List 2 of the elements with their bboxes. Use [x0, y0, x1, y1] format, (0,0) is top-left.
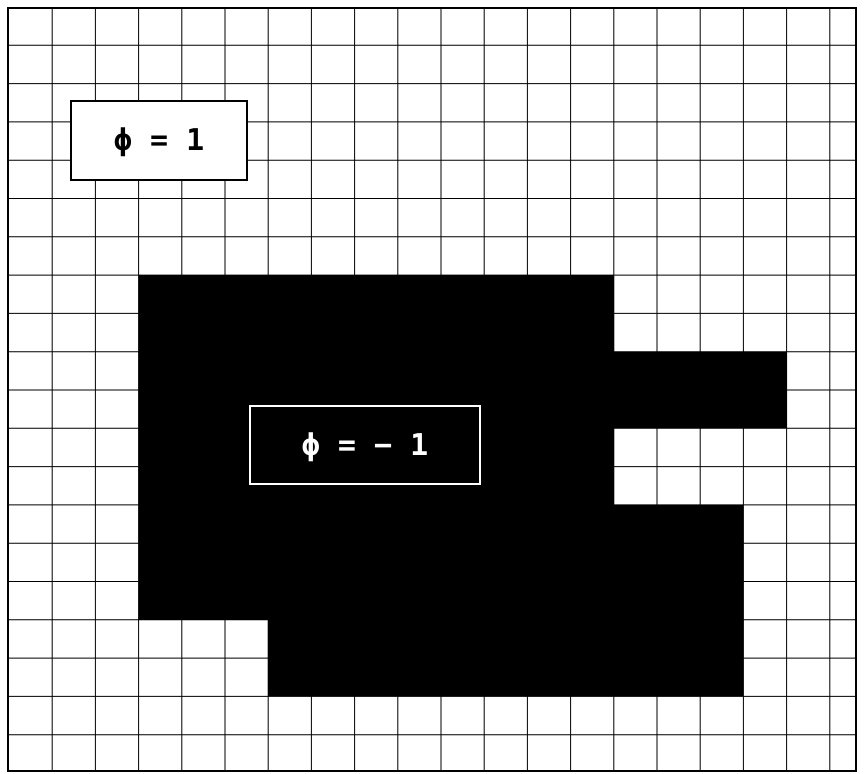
label-box: ϕ = 1: [70, 100, 248, 181]
label-box: ϕ = − 1: [249, 405, 481, 485]
